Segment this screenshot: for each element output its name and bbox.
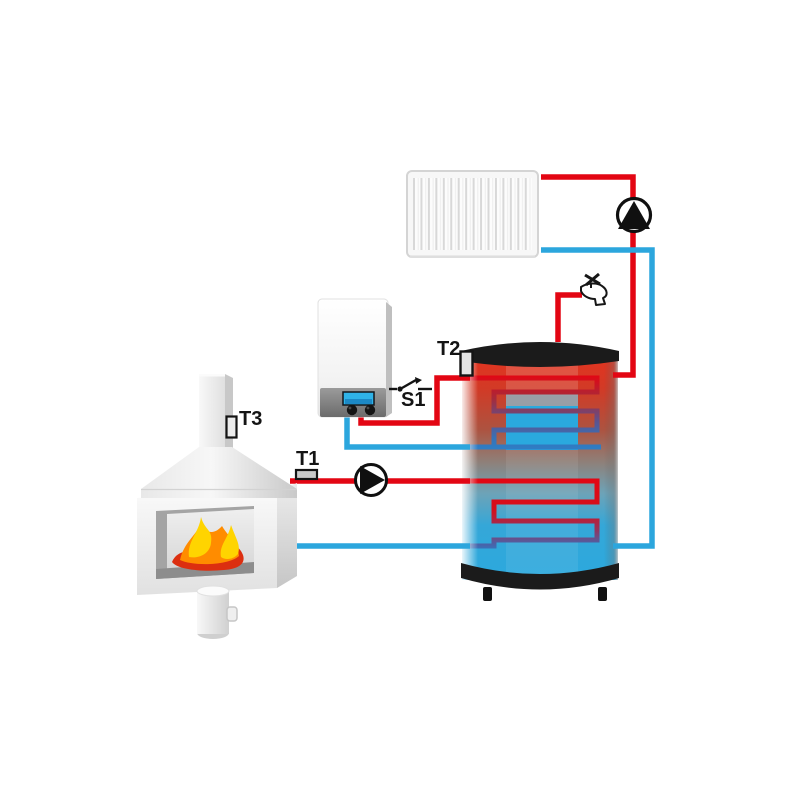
boiler-knob-left bbox=[346, 404, 358, 416]
tank-left-highlight bbox=[462, 352, 478, 580]
fireplace bbox=[137, 374, 297, 639]
cold-pipes bbox=[288, 247, 655, 549]
temperature-sensor-t2 bbox=[459, 350, 474, 377]
tap-faucet-icon bbox=[580, 272, 608, 306]
sensor-t3-label: T3 bbox=[239, 408, 263, 430]
boiler-side-edge bbox=[386, 302, 392, 417]
radiator-supply-pipe bbox=[541, 174, 636, 378]
temperature-sensor-t1 bbox=[294, 468, 319, 481]
tank-inner-column bbox=[506, 356, 578, 576]
wall-boiler bbox=[317, 298, 392, 418]
boiler-knob-right bbox=[364, 404, 376, 416]
radiator-circuit-pump-icon bbox=[615, 196, 653, 234]
sensor-t2-label: T2 bbox=[437, 338, 461, 360]
hot-water-tap-pipe bbox=[555, 292, 582, 342]
ash-bin bbox=[196, 585, 238, 639]
boiler-return-pipe bbox=[344, 409, 470, 450]
fireplace-hood bbox=[141, 447, 297, 498]
tank-foot-right bbox=[598, 587, 607, 601]
tank-right-shade bbox=[604, 352, 618, 580]
tank-bottom-base bbox=[461, 563, 619, 590]
fire-flames bbox=[172, 517, 244, 571]
switch-contact-s1 bbox=[389, 377, 432, 392]
boiler-supply-pipe bbox=[358, 375, 470, 426]
buffer-tank bbox=[461, 342, 619, 601]
fireplace-side-face bbox=[277, 483, 297, 588]
switch-s1-label: S1 bbox=[401, 389, 426, 411]
tank-top-cap bbox=[461, 342, 619, 367]
tank-foot-left bbox=[483, 587, 492, 601]
ash-bin-handle bbox=[226, 606, 238, 622]
radiator bbox=[406, 170, 539, 258]
sensor-t1-label: T1 bbox=[296, 448, 320, 470]
radiator-return-pipe bbox=[541, 247, 655, 549]
chimney bbox=[199, 374, 233, 448]
fireplace-circuit-pump-icon bbox=[354, 463, 388, 497]
lower-heat-exchanger-coil bbox=[462, 478, 600, 549]
temperature-sensor-t3 bbox=[225, 415, 238, 439]
radiator-fins bbox=[413, 178, 532, 250]
